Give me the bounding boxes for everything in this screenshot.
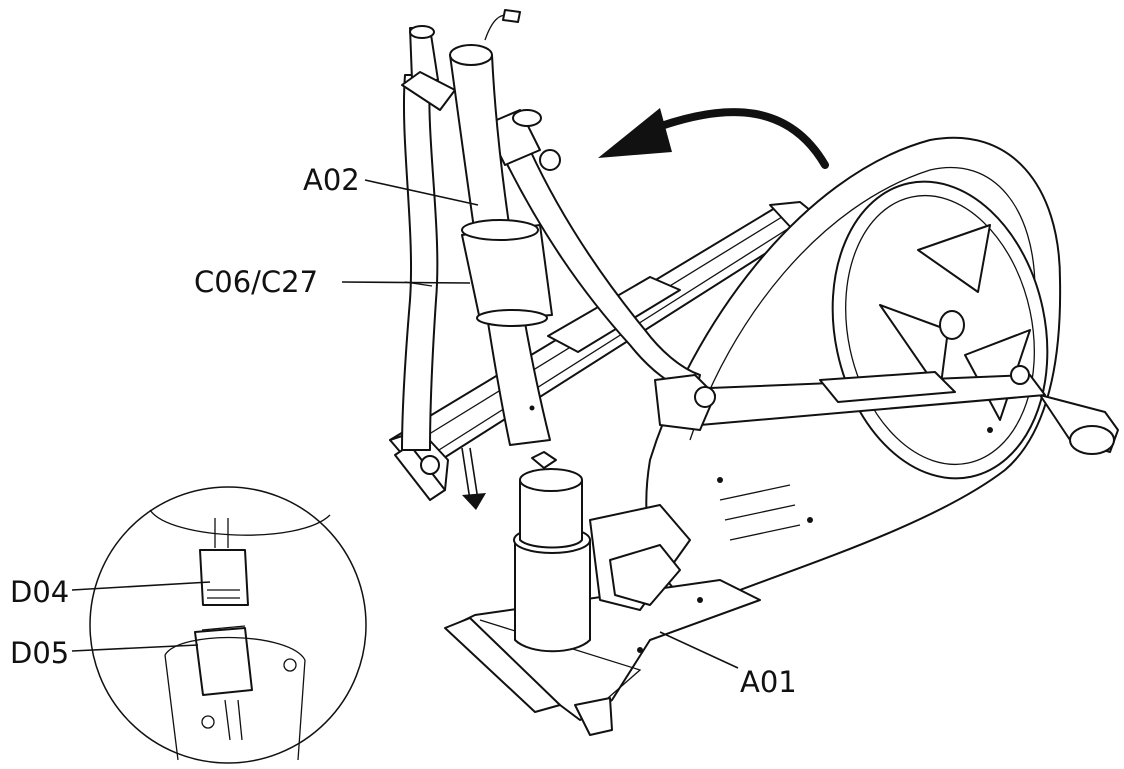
console-mast [449,9,553,446]
leader-d04 [71,581,211,591]
leader-a01 [659,631,739,669]
leader-a02 [364,179,479,206]
pedal-arm [654,365,1046,431]
callout-a02: A02 [303,163,360,197]
left-handle-bar [401,25,439,451]
down-arrow-icon [461,447,486,510]
leader-c06-c27 [341,281,471,284]
callout-a01: A01 [740,665,797,699]
curved-arrow-icon [598,108,829,169]
leader-lines [71,179,739,669]
leader-d05 [71,644,199,652]
lower-post [513,451,591,653]
rear-stabilizer [1039,394,1119,455]
callout-d05: D05 [10,636,70,670]
callout-c06-c27: C06/C27 [194,265,319,299]
flywheel-housing [645,136,1062,601]
connector-detail-inset [89,486,367,764]
callout-d04: D04 [10,575,70,609]
